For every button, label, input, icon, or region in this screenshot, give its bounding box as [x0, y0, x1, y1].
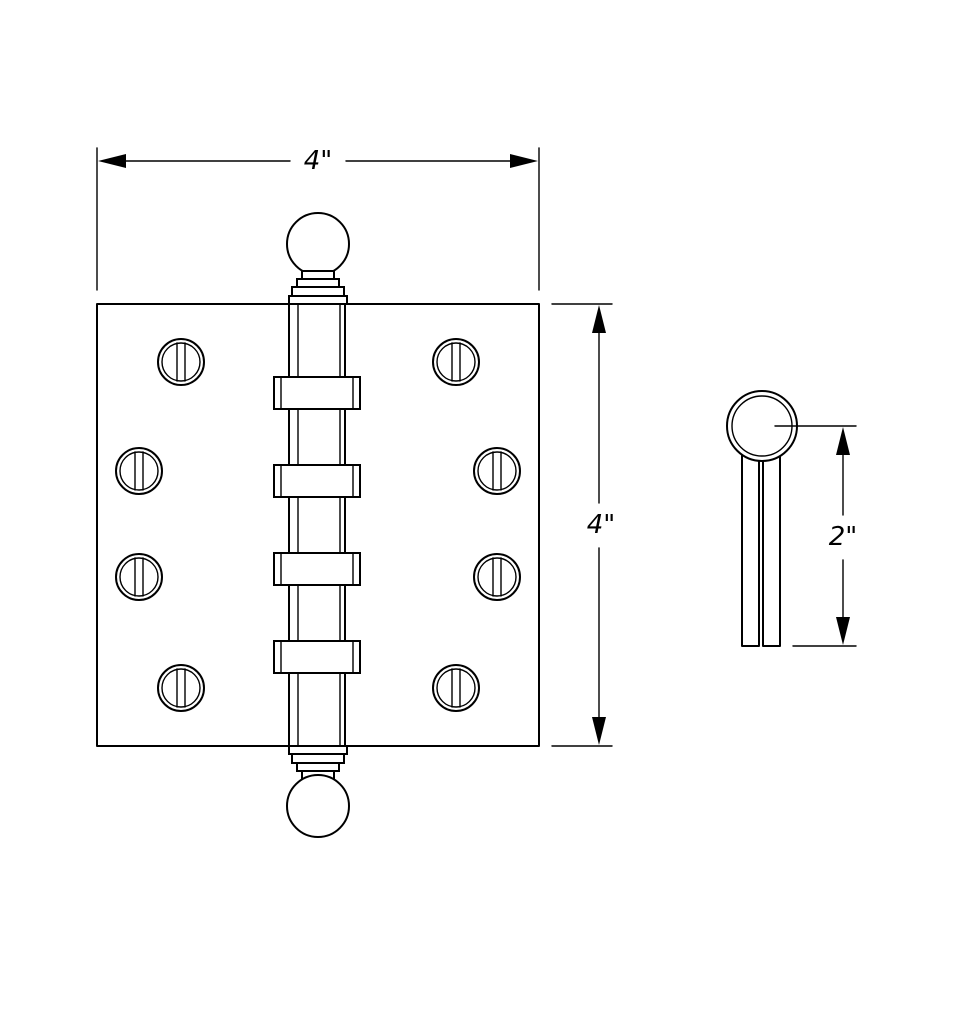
screw-hole: [115, 447, 163, 495]
knuckle-band: [273, 376, 361, 410]
top-finial: [286, 212, 350, 305]
knuckle-dimension: [774, 425, 857, 647]
screw-hole: [432, 664, 480, 712]
screw-hole: [157, 664, 205, 712]
width-dimension: [96, 147, 540, 291]
screw-hole: [157, 338, 205, 386]
knuckle-dimension-label: 2": [824, 524, 862, 550]
screw-hole: [473, 447, 521, 495]
height-dimension: [551, 303, 613, 747]
knuckle-band: [273, 552, 361, 586]
hinge-barrel: [288, 301, 346, 750]
knuckle-band: [273, 640, 361, 674]
knuckle-band: [273, 464, 361, 498]
width-dimension-label: 4": [299, 148, 337, 174]
screw-hole: [432, 338, 480, 386]
hinge-side-view: [726, 390, 798, 647]
bottom-finial: [286, 745, 350, 838]
screw-hole: [473, 553, 521, 601]
height-dimension-label: 4": [582, 512, 620, 538]
screw-hole: [115, 553, 163, 601]
